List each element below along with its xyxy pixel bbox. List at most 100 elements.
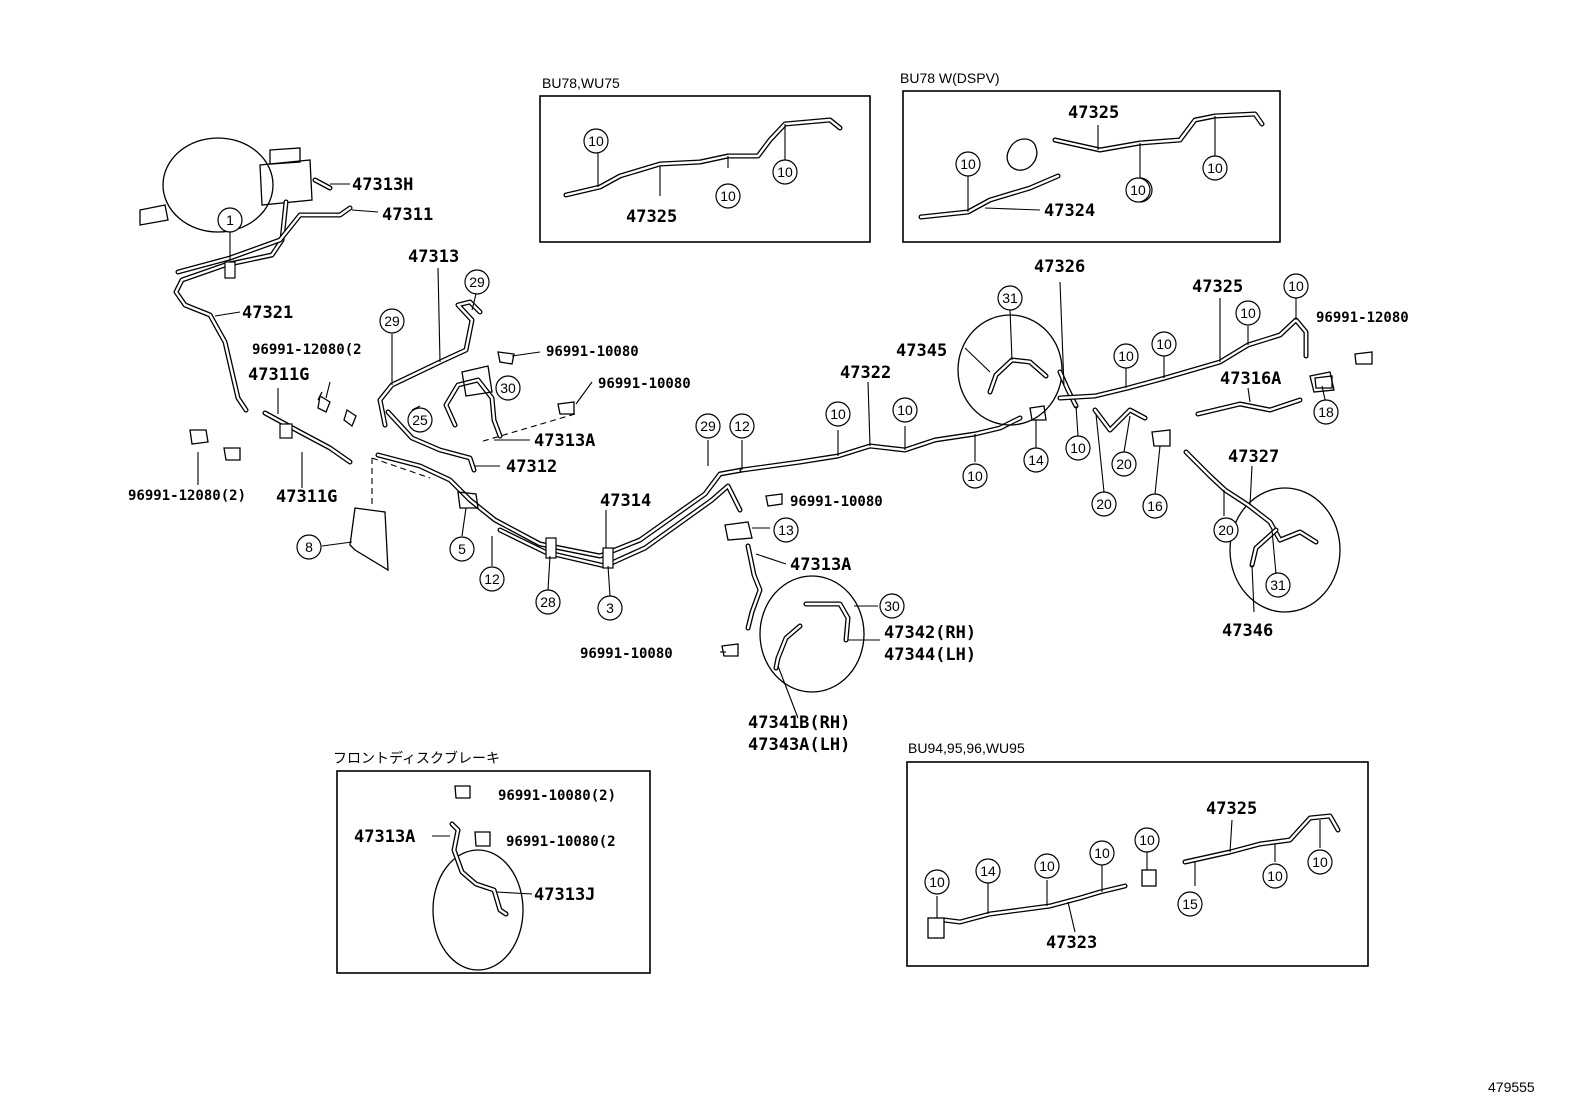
ref-number-text: 10: [588, 133, 604, 149]
ref-circle: [924, 869, 950, 895]
ref-number-text: 10: [1207, 160, 1223, 176]
ref-number-10: 10: [1235, 300, 1261, 326]
part-label: 47325: [1192, 277, 1243, 297]
ref-number-10: 10: [892, 397, 918, 423]
ref-number-text: 10: [830, 406, 846, 422]
ref-number-29: 29: [464, 269, 490, 295]
ref-circle: [1125, 177, 1151, 203]
ref-number-text: 10: [1156, 336, 1172, 352]
ref-number-text: 10: [1288, 278, 1304, 294]
part-label: 47325: [626, 207, 677, 227]
part-label: 47313J: [534, 885, 595, 905]
ref-circle: [1134, 827, 1160, 853]
ref-number-10: 10: [715, 183, 741, 209]
ref-number-10: 10: [1151, 331, 1177, 357]
ref-number-text: 8: [305, 539, 313, 555]
inset-frame: [336, 770, 651, 974]
ref-number-13: 13: [773, 517, 799, 543]
ref-circle: [1202, 155, 1228, 181]
clip-icon: [474, 831, 491, 847]
ref-circle: [695, 413, 721, 439]
ref-circle: [1265, 572, 1291, 598]
ref-number-10: 10: [1283, 273, 1309, 299]
master-cylinder-booster: [139, 137, 313, 233]
drum-backing-plate: [957, 314, 1063, 426]
clip-icon: [1354, 351, 1373, 365]
ref-number-text: 3: [606, 600, 614, 616]
ref-number-28: 28: [535, 589, 561, 615]
clips: [189, 351, 1373, 847]
ref-number-text: 10: [1267, 868, 1283, 884]
part-label: 96991-10080: [598, 376, 691, 392]
brake-line-47345: [987, 357, 1049, 395]
ref-number-20: 20: [1111, 451, 1137, 477]
inset-bu94: BU94,95,96,WU95: [906, 740, 1369, 967]
clip-icon: [765, 493, 783, 507]
ref-number-text: 10: [960, 156, 976, 172]
pushrod-icon: [139, 204, 169, 226]
ref-circle: [597, 595, 623, 621]
ref-circle: [962, 463, 988, 489]
ref-number-12: 12: [729, 413, 755, 439]
ref-number-10: 10: [1134, 827, 1160, 853]
brake-booster-icon: [162, 137, 274, 233]
ref-number-text: 10: [1070, 440, 1086, 456]
ref-number-text: 1: [226, 212, 234, 228]
part-label: 47313A: [790, 555, 851, 575]
part-label: 47325: [1206, 799, 1257, 819]
ref-number-text: 10: [1312, 854, 1328, 870]
ref-number-text: 29: [469, 274, 485, 290]
part-label: 47313A: [534, 431, 595, 451]
part-label: 96991-12080(2): [128, 488, 246, 504]
ref-number-text: 28: [540, 594, 556, 610]
part-label: 47311: [382, 205, 433, 225]
part-label: 47344(LH): [884, 645, 976, 665]
ref-circle: [479, 566, 505, 592]
part-label: 96991-10080(2): [498, 788, 616, 804]
ref-circle: [1111, 451, 1137, 477]
ref-number-10: 10: [772, 159, 798, 185]
clip-icon: [557, 401, 575, 415]
ref-number-12: 12: [479, 566, 505, 592]
ref-number-text: 13: [778, 522, 794, 538]
inset-title: BU78,WU75: [542, 75, 620, 91]
ref-number-text: 12: [484, 571, 500, 587]
ref-number-30: 30: [879, 593, 905, 619]
part-number-labels: 47313H 47311 47313 47321 96991-12080(2 4…: [128, 103, 1409, 953]
ref-number-text: 10: [967, 468, 983, 484]
ref-number-text: 30: [884, 598, 900, 614]
ref-number-5: 5: [449, 536, 475, 562]
inset-title: フロントディスクブレーキ: [333, 750, 500, 766]
ref-number-10: 10: [924, 869, 950, 895]
ref-number-10: 10: [1113, 343, 1139, 369]
ref-number-text: 20: [1116, 456, 1132, 472]
ref-circle: [217, 207, 243, 233]
ref-number-8: 8: [296, 534, 322, 560]
ref-circle: [879, 593, 905, 619]
ref-number-29: 29: [379, 308, 405, 334]
part-label: 47313H: [352, 175, 413, 195]
part-label: 47313: [408, 247, 459, 267]
ref-circle: [1177, 891, 1203, 917]
brake-line-47322: [739, 415, 1023, 473]
ref-number-30: 30: [495, 375, 521, 401]
clamp-icon: [279, 423, 293, 439]
inset-front-disc: フロントディスクブレーキ: [333, 750, 651, 974]
bracket-25-icon: [461, 365, 493, 397]
bracket-16-icon: [1151, 429, 1171, 447]
ref-circle: [825, 401, 851, 427]
ref-number-text: 10: [720, 188, 736, 204]
ref-number-10: 10: [1262, 863, 1288, 889]
brake-line-47342: [803, 601, 851, 643]
part-label: 96991-10080: [580, 646, 673, 662]
inset-bu78-dspv: BU78 W(DSPV): [900, 70, 1281, 243]
ref-number-10: 10: [825, 401, 851, 427]
ref-number-20: 20: [1091, 491, 1117, 517]
ref-circle: [449, 536, 475, 562]
ref-number-14: 14: [1023, 447, 1049, 473]
ref-number-text: 15: [1182, 896, 1198, 912]
part-label: 47316A: [1220, 369, 1281, 389]
part-label: 47326: [1034, 257, 1085, 277]
ref-number-text: 10: [1240, 305, 1256, 321]
